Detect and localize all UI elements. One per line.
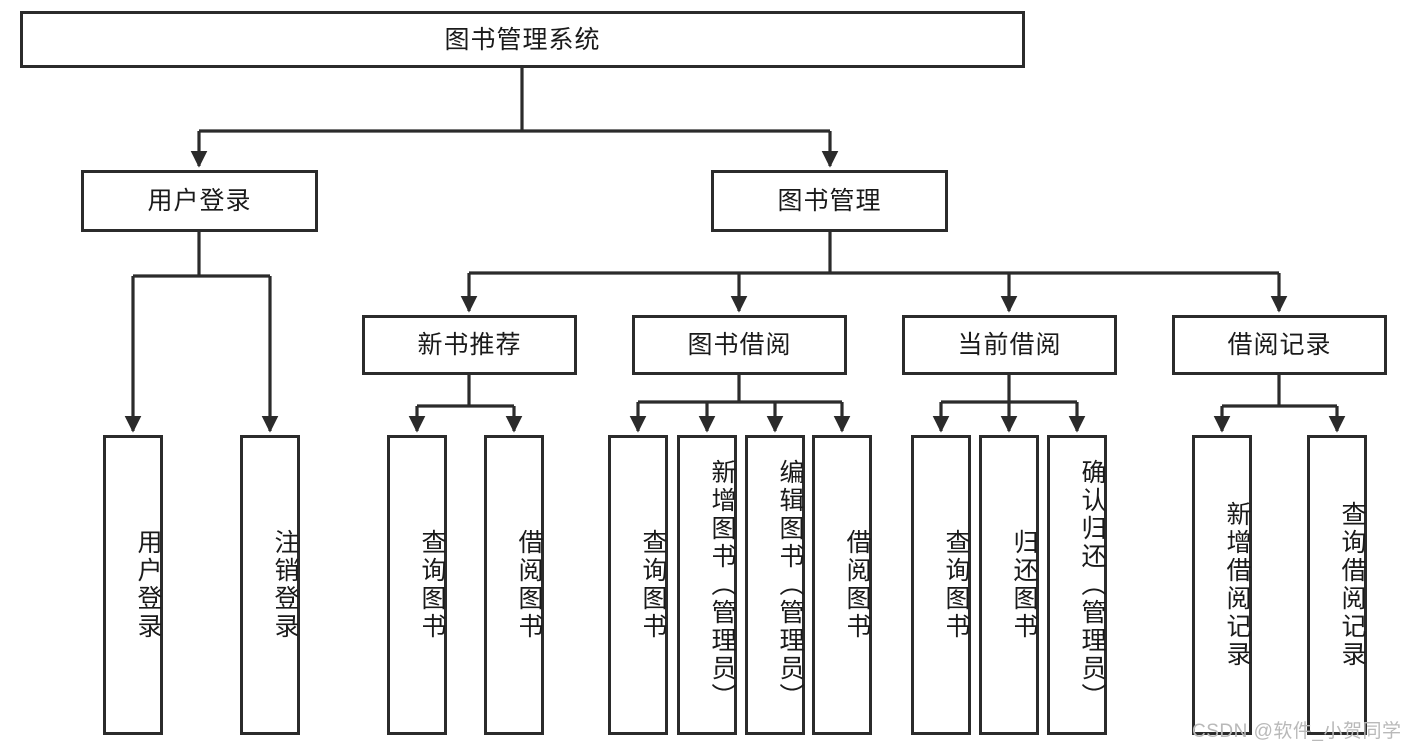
node-root-book-management-system[interactable]: 图书管理系统 [20,11,1025,68]
node-leaf-query-book-2[interactable]: 查询图书 [608,435,668,735]
node-label: 图书管理 [777,187,882,215]
node-label: 查询图书 [942,529,970,641]
node-borrow-record[interactable]: 借阅记录 [1172,315,1387,375]
node-leaf-query-book-1[interactable]: 查询图书 [387,435,447,735]
node-leaf-borrow-book-1[interactable]: 借阅图书 [484,435,544,735]
node-book-borrow[interactable]: 图书借阅 [632,315,847,375]
node-label: 查询图书 [639,529,667,641]
node-label: 用户登录 [134,529,162,641]
node-leaf-return-book[interactable]: 归还图书 [979,435,1039,735]
node-label: 归还图书 [1010,529,1038,641]
node-label: 查询图书 [418,529,446,641]
node-leaf-user-login[interactable]: 用户登录 [103,435,163,735]
node-leaf-add-book[interactable]: 新增图书（管理员） [677,435,737,735]
node-label: 当前借阅 [957,331,1062,359]
node-leaf-query-book-3[interactable]: 查询图书 [911,435,971,735]
node-label: 图书借阅 [687,331,792,359]
node-leaf-edit-book[interactable]: 编辑图书（管理员） [745,435,805,735]
node-leaf-borrow-book-2[interactable]: 借阅图书 [812,435,872,735]
node-new-book-recommend[interactable]: 新书推荐 [362,315,577,375]
node-label: 新增借阅记录 [1223,501,1251,669]
node-label: 注销登录 [271,529,299,641]
node-label: 借阅图书 [515,529,543,641]
node-label: 编辑图书（管理员） [776,459,804,711]
node-book-manage[interactable]: 图书管理 [711,170,948,232]
node-label: 新书推荐 [417,331,522,359]
node-label: 确认归还（管理员） [1078,459,1106,711]
csdn-watermark: CSDN @软件_小贺同学 [1192,721,1402,742]
node-label: 借阅记录 [1227,331,1332,359]
node-leaf-add-record[interactable]: 新增借阅记录 [1192,435,1252,735]
node-label: 借阅图书 [843,529,871,641]
node-leaf-query-record[interactable]: 查询借阅记录 [1307,435,1367,735]
node-label: 查询借阅记录 [1338,501,1366,669]
node-label: 图书管理系统 [444,25,601,54]
node-label: 新增图书（管理员） [708,459,736,711]
node-label: 用户登录 [147,187,252,215]
node-user-login[interactable]: 用户登录 [81,170,318,232]
node-leaf-confirm-return[interactable]: 确认归还（管理员） [1047,435,1107,735]
node-current-borrow[interactable]: 当前借阅 [902,315,1117,375]
node-leaf-user-logout[interactable]: 注销登录 [240,435,300,735]
